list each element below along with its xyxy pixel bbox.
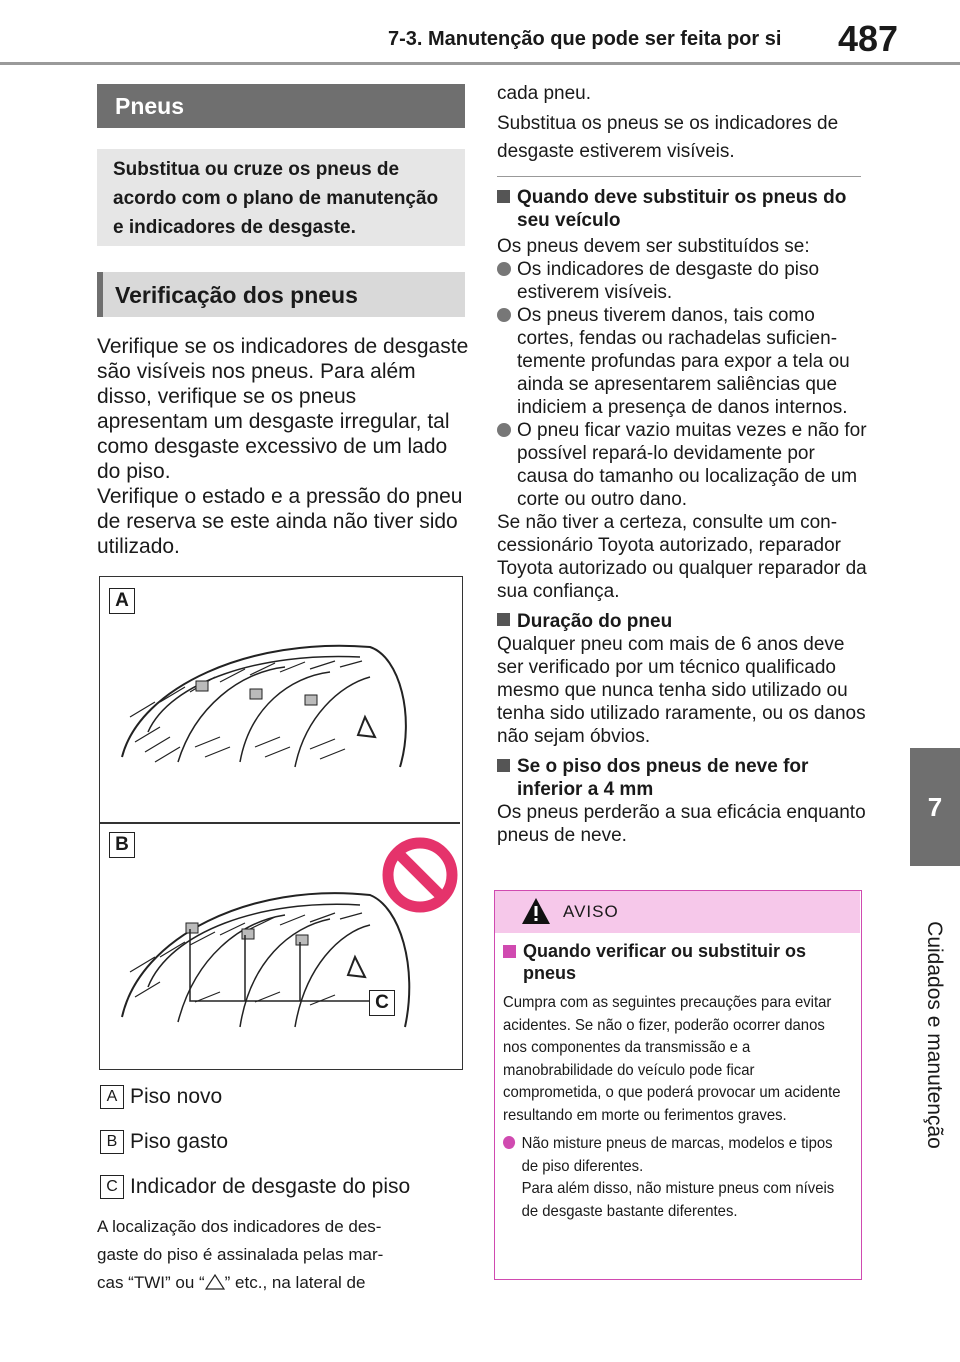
figure-label-c: C: [369, 990, 395, 1016]
square-bullet-icon: [503, 945, 516, 958]
figure-separator: [100, 822, 460, 824]
chapter-tab[interactable]: 7: [910, 748, 960, 866]
list-item: O pneu ficar vazio muitas vezes e não fo…: [497, 419, 867, 511]
bullet-icon: [497, 262, 511, 276]
replace-outro: Se não tiver a certeza, consulte um con­…: [497, 512, 867, 602]
triangle-mark-icon: [204, 1273, 225, 1290]
legend-key: C: [100, 1175, 124, 1199]
twi-note: A localização dos indicadores de des- ga…: [97, 1217, 384, 1292]
warning-box: [494, 890, 862, 1280]
chapter-tab-label: Cuidados e manutenção: [923, 921, 946, 1149]
section-divider: [497, 176, 861, 177]
warning-title: AVISO: [563, 902, 619, 921]
warning-heading: Quando verificar ou substituir os pneus: [523, 941, 807, 983]
lifespan-text: Qualquer pneu com mais de 6 anos deve se…: [497, 634, 866, 747]
list-item: Os pneus tiverem danos, tais como cortes…: [497, 304, 867, 419]
list-item: Os indicadores de desgaste do piso estiv…: [497, 258, 867, 304]
continued-text: cada pneu. Substitua os pneus se os indi…: [497, 83, 839, 162]
legend-key: B: [100, 1130, 124, 1154]
replace-section: Quando deve substituir os pneus do seu v…: [497, 186, 867, 847]
legend-text: Piso gasto: [130, 1130, 229, 1153]
replace-heading: Quando deve substituir os pneus do seu v…: [517, 187, 847, 231]
chapter-tab-number: 7: [927, 791, 943, 822]
legend-text: Piso novo: [130, 1085, 223, 1108]
figure-label-a: A: [109, 588, 135, 614]
header-divider: [0, 62, 960, 65]
lifespan-heading: Duração do pneu: [517, 611, 673, 632]
square-bullet-icon: [497, 613, 510, 626]
replace-intro: Os pneus devem ser substituídos se:: [497, 236, 810, 257]
legend-key: A: [100, 1085, 124, 1109]
warning-header: [495, 891, 860, 933]
warning-triangle-icon: [522, 898, 550, 924]
section-title: Pneus: [115, 92, 185, 119]
square-bullet-icon: [497, 190, 510, 203]
legend-text: Indicador de desgaste do piso: [130, 1175, 411, 1198]
bullet-icon: [497, 423, 511, 437]
bullet-icon: [503, 1136, 516, 1149]
chapter-title: 7-3. Manutenção que pode ser feita por s…: [388, 28, 782, 50]
snow-text: Os pneus perderão a sua eficácia enquant…: [497, 802, 866, 846]
snow-heading: Se o piso dos pneus de neve for inferior…: [517, 756, 809, 800]
paragraph-2: Verifique o estado e a pressão do pneu d…: [97, 485, 463, 558]
page-number: 487: [838, 18, 899, 59]
subsection-title: Verificação dos pneus: [97, 272, 465, 317]
figure-label-b: B: [109, 832, 135, 858]
tire-drawing: [121, 644, 458, 1028]
section-title-bar: Pneus: [97, 84, 465, 128]
list-item: Não misture pneus de marcas, modelos e t…: [503, 1133, 852, 1223]
square-bullet-icon: [497, 759, 510, 772]
warning-body: Quando verificar ou substituir os pneus …: [503, 940, 853, 1223]
paragraph-1: Verifique se os indicadores de des­gaste…: [97, 335, 469, 483]
warning-text: Cumpra com as seguintes precauções para …: [503, 994, 841, 1124]
intro-box: Substitua ou cruze os pneus de acordo co…: [97, 149, 465, 246]
bullet-icon: [497, 308, 511, 322]
